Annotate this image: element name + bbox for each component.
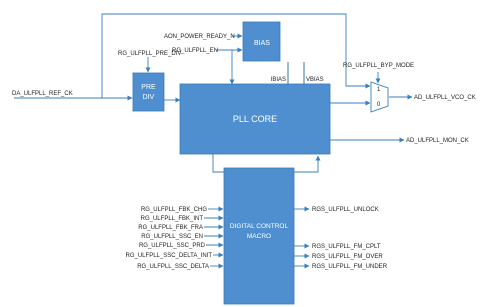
ref-ck-label: DA_ULFPLL_REF_CK (12, 91, 73, 97)
dcm-output-label: RGS_ULFPLL_FM_CPLT (312, 244, 381, 250)
wire-dcm-to-core-right (292, 155, 321, 173)
dcm-output-labels: RGS_ULFPLL_FM_CPLT RGS_ULFPLL_FM_OVER RG… (312, 244, 388, 270)
pre-div-cfg-label: RG_ULFPLL_PRE_DIV (118, 51, 181, 57)
pre-div-label-1: PRE (141, 84, 156, 91)
digital-control-macro-block: DIGITAL CONTROL MACRO (223, 167, 295, 305)
dcm-label-2: MACRO (247, 233, 271, 240)
mon-ck-label: AD_ULFPLL_MON_CK (406, 138, 469, 144)
wire-core-to-dcm-left (212, 154, 226, 173)
mux-input-1-label: 1 (377, 87, 381, 93)
dcm-input-label: RG_ULFPLL_FBK_FRA (138, 225, 203, 231)
vbias-label: VBIAS (306, 77, 324, 83)
pll-core-label: PLL CORE (233, 114, 277, 124)
dcm-input-label: RG_ULFPLL_FBK_INT (141, 216, 204, 222)
aon-ready-label: AON_POWER_READY_N (164, 34, 235, 40)
pll-core-block: PLL CORE (179, 83, 331, 155)
dcm-input-labels: RG_ULFPLL_FBK_CHG RG_ULFPLL_FBK_INT RG_U… (126, 207, 213, 270)
dcm-label-1: DIGITAL CONTROL (230, 223, 289, 230)
wire-ref-bypass (101, 13, 371, 98)
dcm-input-label: RG_ULFPLL_FBK_CHG (141, 207, 207, 213)
dcm-input-label: RG_ULFPLL_SSC_DELTA (137, 264, 209, 270)
byp-mode-label: RG_ULFPLL_BYP_MODE (343, 63, 414, 69)
dcm-input-label: RG_ULFPLL_SSC_PRD (139, 243, 206, 249)
dcm-input-label: RG_ULFPLL_SSC_DELTA_INIT (126, 253, 213, 259)
dcm-output-label: RGS_ULFPLL_FM_UNDER (312, 264, 388, 270)
dcm-input-label: RG_ULFPLL_SSC_EN (141, 234, 203, 240)
mux-input-0-label: 0 (377, 102, 381, 108)
bypass-mux: 1 0 (370, 81, 389, 113)
ibias-label: IBIAS (271, 77, 286, 83)
bias-block: BIAS (242, 21, 281, 62)
vco-ck-label: AD_ULFPLL_VCO_CK (414, 95, 476, 101)
bias-label: BIAS (254, 40, 270, 47)
pre-div-block: PRE DIV (132, 72, 165, 112)
dcm-output-label: RGS_ULFPLL_FM_OVER (312, 254, 383, 260)
pll-en-label: RG_ULFPLL_EN (172, 48, 218, 54)
pre-div-label-2: DIV (143, 94, 155, 101)
unlock-label: RGS_ULFPLL_UNLOCK (312, 207, 379, 213)
